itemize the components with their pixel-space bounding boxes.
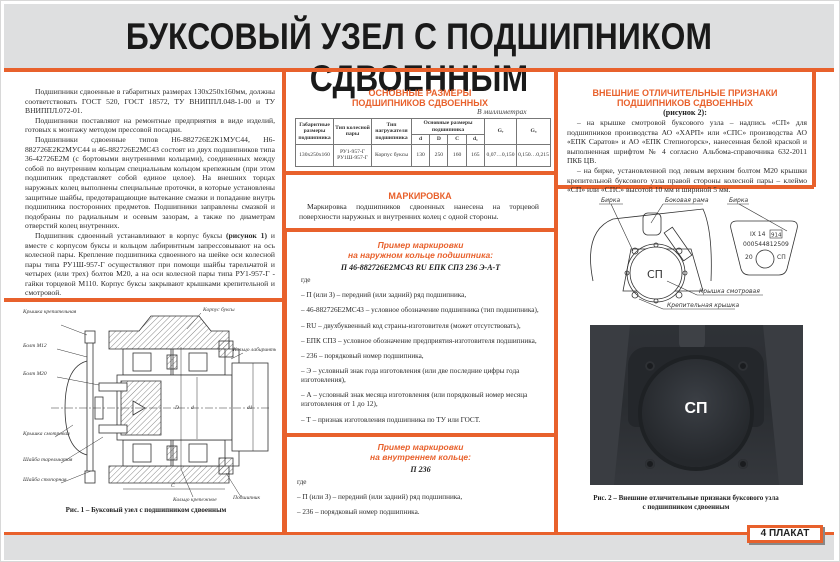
th-C: C [447, 134, 467, 145]
paragraph-types: Подшипники сдвоенные типов Н6-882726Е2К1… [25, 134, 275, 231]
bolt-icon [645, 361, 655, 371]
outer-legend: где – П (или З) – передний (или задний) … [291, 276, 549, 431]
table-row: 130x250x160 РУ1-957-Г РУ1Ш-957-Г Корпус … [295, 143, 551, 167]
th-overall: Габаритные размеры подшипника [295, 118, 334, 145]
label-washer-disc: Шайба тарельчатая [22, 456, 73, 463]
th-D: D [429, 134, 449, 145]
axlebox-photo: СП [590, 325, 803, 485]
label-bolt-m12: Болт М12 [22, 343, 47, 349]
divider-right-edge [812, 70, 816, 187]
poster-title: БУКСОВЫЙ УЗЕЛ С ПОДШИПНИКОМ СДВОЕННЫМ [125, 16, 713, 99]
label-cover-inspection: Крышка смотровая [22, 431, 70, 437]
header-band: БУКСОВЫЙ УЗЕЛ С ПОДШИПНИКОМ СДВОЕННЫМ [4, 4, 834, 99]
th-gr: Gᵣ [484, 118, 517, 145]
features-text: – на крышке смотровой буксового узла – н… [567, 118, 807, 195]
left-intro-text: Подшипники сдвоенные в габаритных размер… [25, 87, 275, 298]
features-title: ВНЕШНИЕ ОТЛИЧИТЕЛЬНЫЕ ПРИЗНАКИ ПОДШИПНИК… [592, 88, 778, 108]
feature-item: – на крышке смотровой буксового узла – н… [567, 118, 807, 166]
dimensions-title: ОСНОВНЫЕ РАЗМЕРЫ ПОДШИПНИКОВ СДВОЕННЫХ [351, 88, 489, 108]
figure-2-ref: (рисунок 2): [663, 108, 707, 117]
figure-2-caption: Рис. 2 – Внешние отличительные признаки … [593, 494, 779, 511]
bolt-icon [738, 459, 748, 469]
tag-line1: IX 14 [750, 231, 766, 238]
label-washer-lock: Шайба стопорная [22, 476, 67, 483]
unit-note: В миллиметрах [477, 107, 527, 116]
inner-legend: где – П (или З) – передний (или задний) … [291, 478, 549, 524]
label-side-frame: Боковая рама [665, 197, 709, 204]
legend-item: – П (или З) – передний (или задний) ряд … [297, 493, 463, 502]
legend-item: – ЕПК СПЗ – условное обозначение предпри… [301, 336, 537, 345]
tag-line3-left: 20 [745, 254, 753, 261]
bolt-icon [738, 361, 748, 371]
legend-item: – Э – условный знак года изготовления (и… [301, 367, 520, 385]
legend-item: – RU – двухбуквенный код страны-изготови… [301, 321, 521, 330]
legend-item: – Т – признак изготовления подшипника по… [301, 415, 481, 424]
divider-middle-right [554, 70, 558, 536]
legend-item: – А – условный знак месяца изготовления … [301, 391, 528, 409]
label-tag: Бирка [601, 197, 620, 204]
label-bolt-m20: Болт М20 [22, 371, 47, 377]
top-divider [4, 68, 834, 72]
inner-marking-code: П 236 [410, 465, 431, 474]
label-fastening-cover: Крепительная крышка [667, 302, 740, 309]
label-ring-fastening: Кольцо крепежное [172, 497, 217, 503]
dimensions-table: Габаритные размеры подшипника Тип колесн… [295, 117, 551, 167]
label-dim-c: C [171, 483, 175, 489]
bolt-icon [645, 459, 655, 469]
bottom-divider [4, 532, 834, 536]
figure-1-caption: Рис. 1 – Буксовый узел с подшипником сдв… [65, 506, 227, 514]
label-cover-fastening: Крышка крепительная [22, 309, 77, 315]
paragraph-standards: Подшипники сдвоенные в габаритных размер… [25, 87, 275, 116]
th-loader: Тип нагружателя подшипника [371, 118, 412, 145]
footer-band [4, 535, 834, 560]
paragraph-supply: Подшипники поставляют на ремонтные предп… [25, 115, 275, 135]
outer-example-title: Пример маркировки на наружном кольце под… [347, 240, 494, 260]
photo-lug [679, 325, 705, 349]
marking-text: Маркировка подшипников сдвоенных нанесен… [299, 202, 539, 221]
photo-inspection-cover: СП [642, 359, 750, 467]
photo-cap-mark: СП [684, 400, 708, 417]
paragraph-install: Подшипник сдвоенный устанавливают в корп… [25, 230, 275, 298]
cap-mark: СП [647, 268, 663, 281]
label-bearing: Подшипник [232, 494, 261, 501]
th-main-dims: Основные размеры подшипника [411, 117, 485, 136]
legend-item: – 236 – порядковый номер подшипника, [301, 351, 424, 360]
label-dim-D: D [174, 405, 179, 411]
label-inspection-cover: Крышка смотровая [699, 288, 760, 295]
outer-marking-code: П 46-882726Е2МС43 RU ЕПК СПЗ 236 Э-А-Т [340, 263, 501, 272]
divider-middle-marking-example [284, 228, 556, 232]
th-d1: d₁ [465, 134, 486, 145]
divider-left-text-figure [4, 298, 284, 302]
divider-middle-example-inner [284, 433, 556, 437]
tag-line2: 000544812509 [743, 241, 789, 248]
label-housing: Корпус буксы [202, 306, 235, 313]
legend-item: – 46-882726Е2МС43 – условное обозначение… [301, 306, 539, 315]
tag-line3-right: СП [777, 254, 786, 261]
legend-item: – П (или З) – передний (или задний) ряд … [301, 291, 467, 300]
label-tag-2: Бирка [729, 197, 748, 204]
axlebox-front-view-drawing: Бирка Боковая рама Бирка Крышка смотрова… [590, 197, 798, 310]
label-ring-labyrinth: Кольцо лабиринтное [232, 346, 276, 353]
inner-example-title: Пример маркировки на внутреннем кольце: [370, 442, 471, 462]
th-wheelset: Тип колесной пары [333, 118, 372, 145]
th-ga: Gₐ [516, 118, 551, 145]
figure-1-ref: (рисунок 1) [226, 230, 268, 240]
divider-middle-table-marking [284, 171, 556, 175]
poster-number-badge: 4 ПЛАКАТ [747, 525, 823, 543]
label-dim-d: d [191, 405, 194, 411]
divider-right-text-figure [556, 185, 814, 189]
th-d: d [410, 134, 431, 145]
feature-item: – на бирке, установленной под левым верх… [567, 165, 807, 195]
label-dim-d1: d1 [247, 405, 253, 411]
axlebox-cross-section-drawing: Крышка крепительная Болт М12 Болт М20 Кр… [22, 306, 276, 503]
marking-title: МАРКИРОВКА [388, 191, 452, 201]
divider-middle-inner-edge-l [284, 228, 287, 534]
legend-item: – 236 – порядковый номер подшипника. [297, 508, 420, 517]
tag-line1-box: 914 [771, 233, 782, 239]
